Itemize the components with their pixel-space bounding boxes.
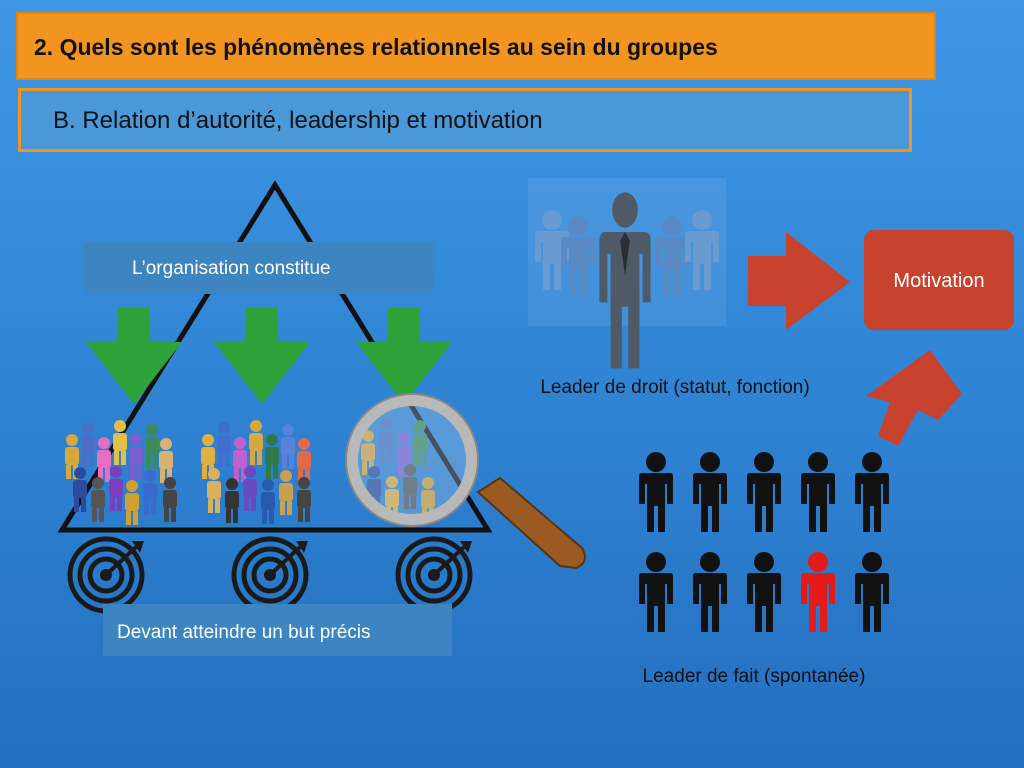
goal-label-text: Devant atteindre un but précis xyxy=(117,622,371,643)
leader-fait-label: Leader de fait (spontanée) xyxy=(642,666,866,687)
goal-label: Devant atteindre un but précis xyxy=(103,604,452,656)
organisation-label: L’organisation constitue xyxy=(84,242,433,294)
target-icon xyxy=(234,539,308,611)
title-banner: 2. Quels sont les phénomènes relationnel… xyxy=(16,12,936,80)
down-arrow-icon xyxy=(86,308,182,404)
motivation-box xyxy=(864,230,1014,330)
crowd-left xyxy=(65,420,177,525)
page-subtitle: B. Relation d’autorité, leadership et mo… xyxy=(53,107,543,134)
subtitle-banner: B. Relation d’autorité, leadership et mo… xyxy=(18,88,912,152)
green-arrows xyxy=(86,308,452,404)
crowd-middle xyxy=(201,420,311,524)
down-arrow-icon xyxy=(356,308,452,404)
down-arrow-icon xyxy=(214,308,310,404)
target-icon xyxy=(398,539,472,611)
up-arrow-icon xyxy=(866,350,962,446)
spontaneous-leader-icon xyxy=(801,552,835,632)
magnifier-icon xyxy=(345,393,586,570)
right-arrow-icon xyxy=(748,232,850,330)
organisation-label-text: L’organisation constitue xyxy=(132,258,331,279)
target-icon xyxy=(70,539,144,611)
leader-droit-label: Leader de droit (statut, fonction) xyxy=(540,377,810,398)
people-grid xyxy=(639,452,889,632)
leader-team-icon xyxy=(528,178,726,369)
page-title: 2. Quels sont les phénomènes relationnel… xyxy=(34,34,718,60)
motivation-label: Motivation xyxy=(893,270,985,292)
